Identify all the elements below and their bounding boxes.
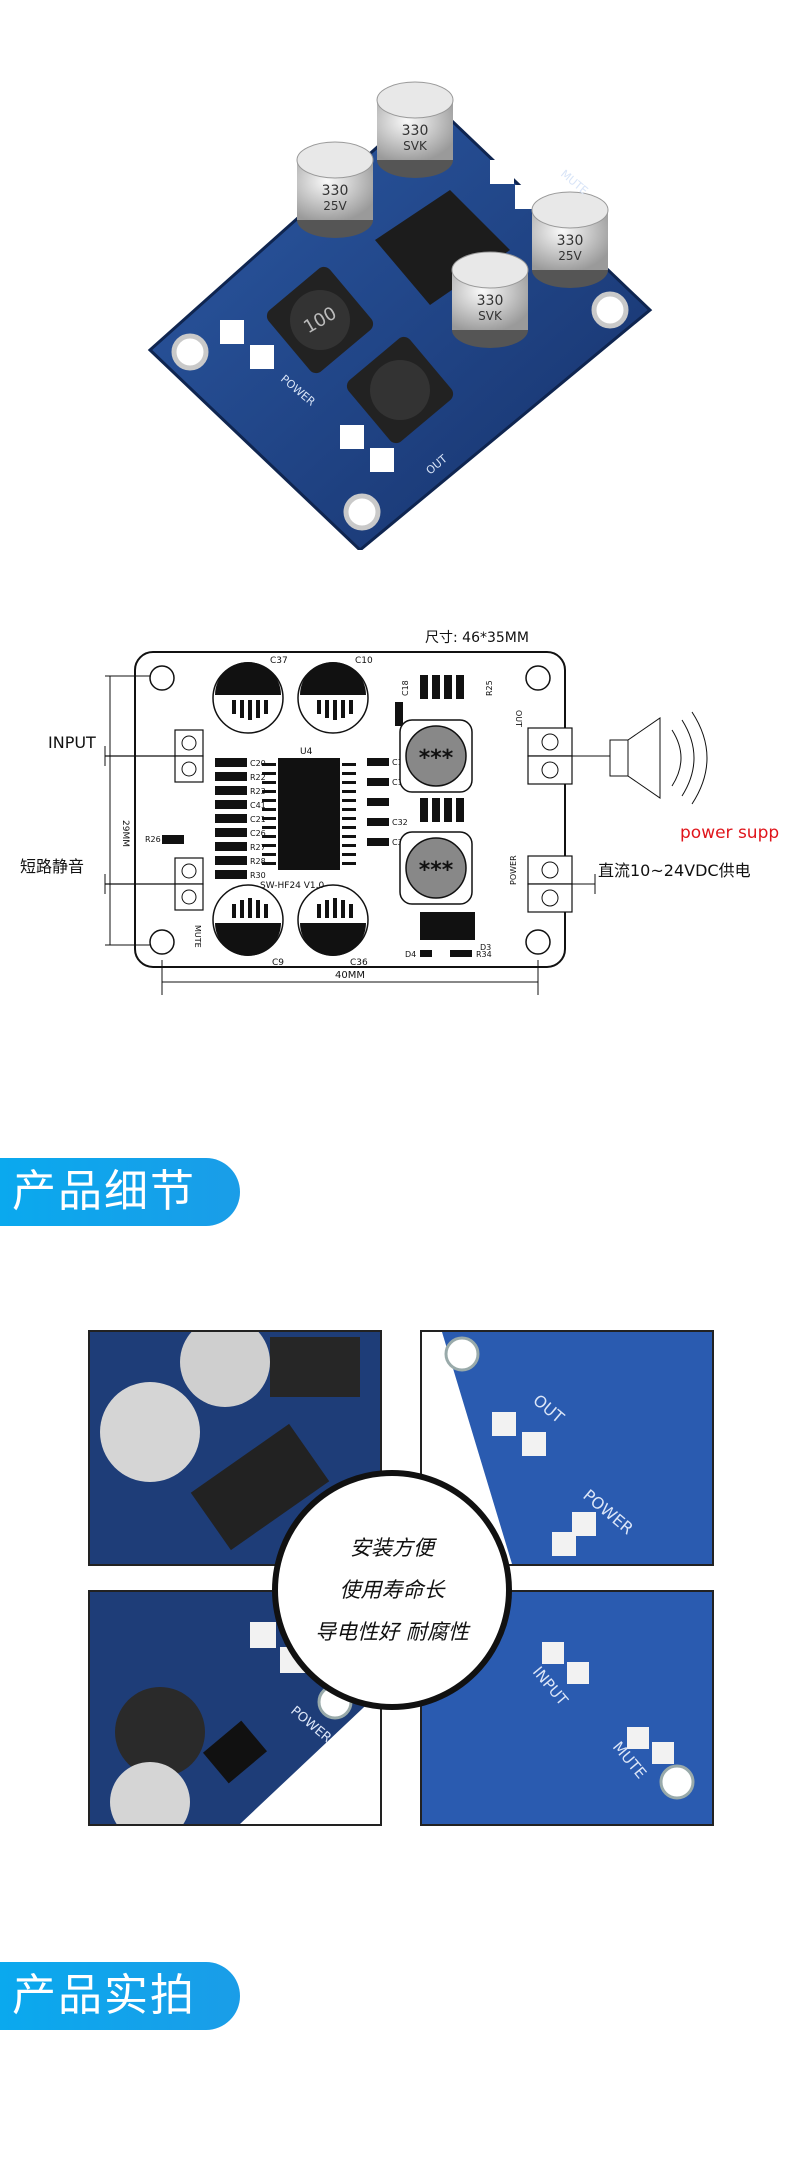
feature-conductivity: 导电性好 耐腐性 [315, 1620, 469, 1644]
detail-section-banner: 产品细节 [0, 1158, 240, 1226]
cap-value-2: 330 [402, 123, 429, 139]
chip-label: U4 [300, 747, 313, 757]
mute-silk: MUTE [193, 925, 202, 948]
width-label: 40MM [335, 970, 365, 981]
real-section-title: 产品实拍 [12, 1970, 196, 2021]
label-c26: C26 [250, 829, 266, 838]
input-label: INPUT [48, 733, 96, 752]
label-c32: C32 [392, 818, 408, 827]
feature-long-life: 使用寿命长 [339, 1578, 445, 1602]
cap-value-1: 330 [322, 183, 349, 199]
power-supply-label: power supply [680, 823, 780, 843]
cap-voltage-1: 25V [323, 199, 347, 213]
label-c10: C10 [355, 656, 373, 666]
mute-label: 短路静音 [20, 857, 84, 876]
label-r23: R23 [250, 787, 266, 796]
label-c36: C36 [350, 958, 368, 968]
detail-section-title: 产品细节 [12, 1166, 196, 1217]
feature-circle: 安装方便 使用寿命长 导电性好 耐腐性 [272, 1470, 512, 1710]
cap-voltage-4: 25V [558, 249, 582, 263]
label-r27: R27 [250, 843, 266, 852]
out-label: OUT [514, 710, 523, 727]
height-label: 29MM [120, 820, 130, 847]
label-c21: C21 [250, 815, 266, 824]
size-label: 尺寸: 46*35MM [425, 630, 529, 646]
label-c9: C9 [272, 958, 284, 968]
product-photo: 100 330 25V 33 [130, 80, 670, 553]
detail-photo-top-right: OUT POWER [420, 1330, 714, 1566]
label-r30: R30 [250, 871, 266, 880]
dc-label: 直流10~24VDC供电 [598, 861, 751, 880]
feature-easy-install: 安装方便 [350, 1536, 434, 1560]
schematic-diagram: 尺寸: 46*35MM 29MM 40MM C37 C10 [10, 620, 790, 1000]
board-name: SW-HF24 V1.0 [260, 881, 324, 891]
label-c41: C41 [250, 801, 266, 810]
label-c20: C20 [250, 759, 266, 768]
label-r25: R25 [485, 680, 494, 696]
inductor-mark-2: *** [419, 858, 454, 883]
label-c18: C18 [401, 680, 410, 696]
label-d3: D3 [480, 943, 491, 952]
label-r22: R22 [250, 773, 266, 782]
cap-brand-2: SVK [403, 139, 428, 153]
real-section-banner: 产品实拍 [0, 1962, 240, 2030]
power-label: POWER [509, 855, 518, 885]
label-r26: R26 [145, 835, 161, 844]
label-r28: R28 [250, 857, 266, 866]
label-c37: C37 [270, 656, 288, 666]
cap-value-4: 330 [557, 233, 584, 249]
label-d4: D4 [405, 950, 416, 959]
detail-photo-top-left [88, 1330, 382, 1566]
label-r34: R34 [476, 950, 492, 959]
cap-value-3: 330 [477, 293, 504, 309]
inductor-mark-1: *** [419, 746, 454, 771]
cap-brand-3: SVK [478, 309, 503, 323]
